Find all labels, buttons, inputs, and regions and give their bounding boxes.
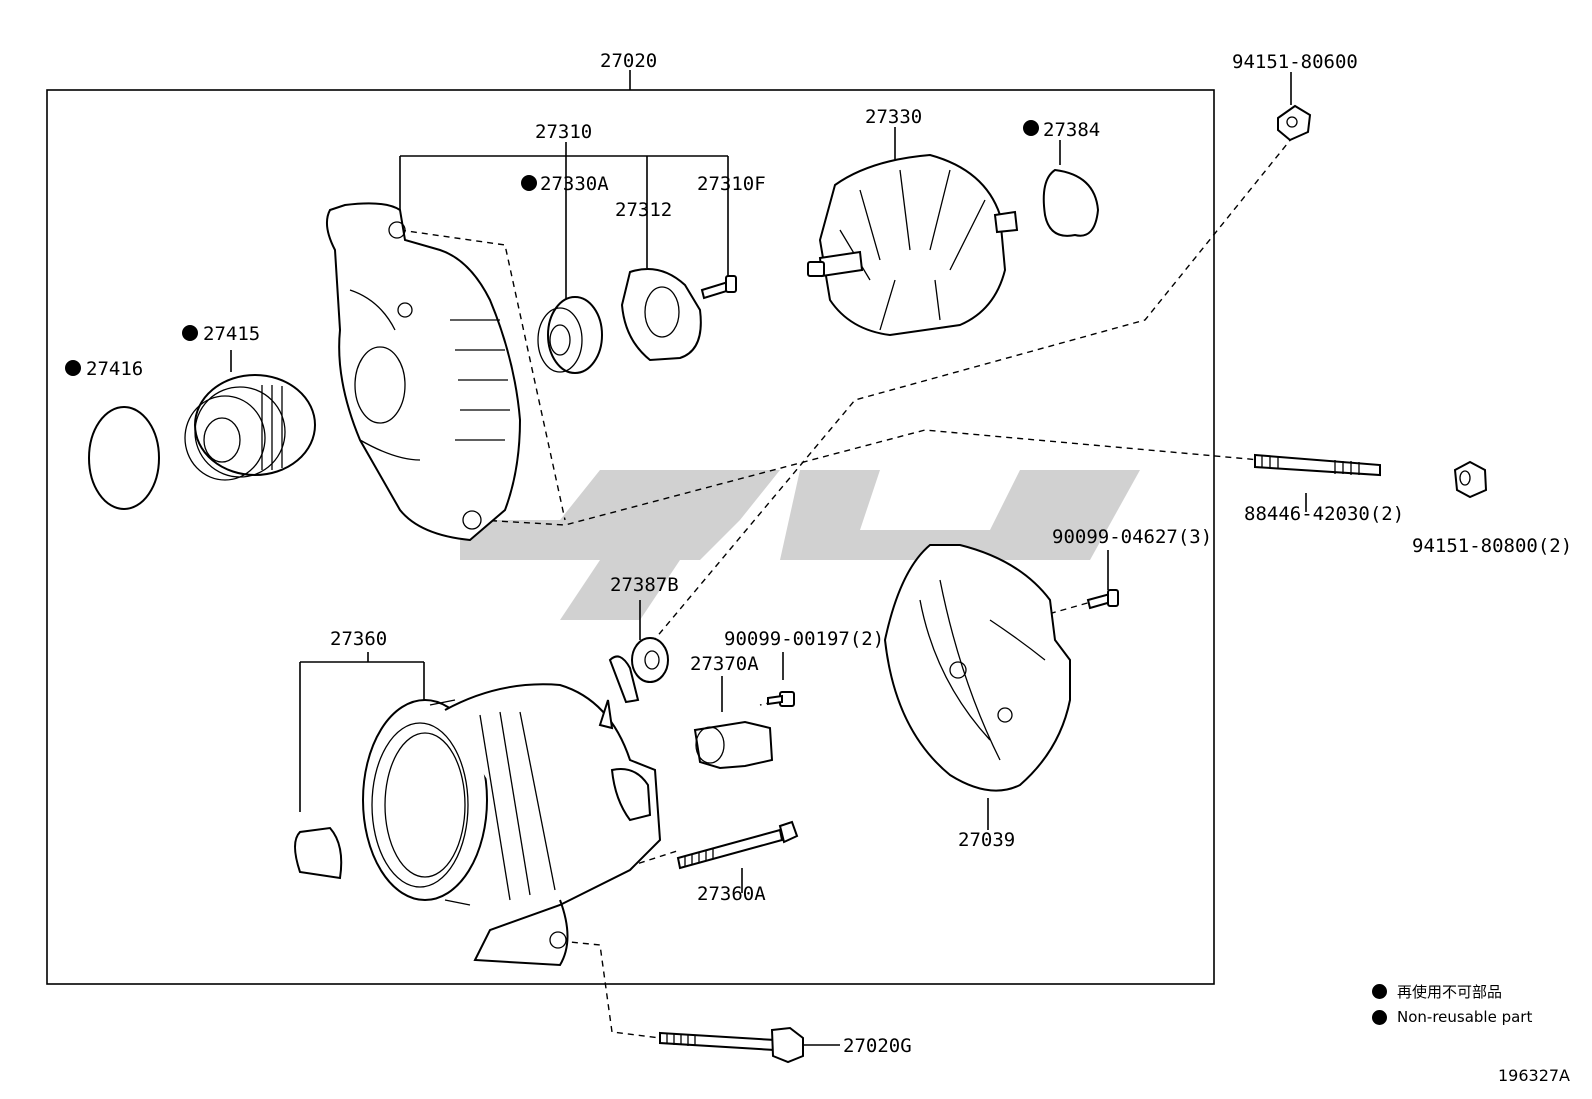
label-terminal-insulator: 27387B (610, 574, 679, 596)
label-brush-holder: 27370A (690, 653, 759, 675)
label-nut-right: 94151-80800(2) (1412, 535, 1572, 557)
watermark-logo (460, 470, 1140, 620)
brush-holder-part (693, 720, 774, 770)
legend-dot-icon (1372, 1009, 1387, 1025)
drive-end-frame-part (325, 202, 522, 542)
label-cap: 27416 (86, 358, 143, 380)
pulley-part (184, 374, 316, 481)
label-stud: 88446-42030(2) (1244, 503, 1404, 525)
label-frame-cover: 27310 (535, 121, 592, 143)
through-bolt-part (676, 820, 799, 870)
legend: 再使用不可部品 Non-reusable part (1372, 978, 1532, 1030)
nut-top-part (1277, 104, 1312, 142)
cap-part (88, 406, 160, 510)
nut-right-part (1453, 460, 1488, 499)
label-assembly: 27020 (600, 50, 657, 72)
document-id: 196327A (1497, 1066, 1570, 1085)
retainer-part (620, 268, 702, 362)
label-screw: 27310F (697, 173, 766, 195)
long-bolt-part (659, 1026, 840, 1064)
rear-cover-part (883, 544, 1071, 792)
bearing-bolt-part (1086, 589, 1119, 610)
label-bearing-bolt: 90099-04627(3) (1052, 526, 1212, 548)
nonreusable-marker-27415 (182, 325, 198, 341)
screw-part (700, 275, 737, 300)
legend-dot-icon (1372, 983, 1387, 999)
label-bearing: 27330A (540, 173, 609, 195)
nonreusable-marker-27330a (521, 175, 537, 191)
stud-part (1254, 453, 1381, 477)
label-long-bolt: 27020G (843, 1035, 912, 1057)
legend-row-en: Non-reusable part (1372, 1004, 1532, 1030)
holder-bolt-part (767, 691, 795, 707)
legend-text-jp: 再使用不可部品 (1397, 982, 1503, 1001)
terminal-insulator-part (608, 637, 669, 704)
rotor-part (807, 153, 1019, 337)
legend-text-en: Non-reusable part (1397, 1008, 1533, 1026)
nonreusable-marker-27416 (65, 360, 81, 376)
bearing-part (537, 296, 603, 374)
seal-ring-part (1042, 168, 1100, 237)
nonreusable-marker-27384 (1023, 120, 1039, 136)
label-through-bolt: 27360A (697, 883, 766, 905)
label-holder-bolt: 90099-00197(2) (724, 628, 884, 650)
label-seal-ring: 27384 (1043, 119, 1100, 141)
stator-frame-part (294, 683, 662, 967)
label-pulley: 27415 (203, 323, 260, 345)
label-nut-top: 94151-80600 (1232, 51, 1358, 73)
label-rotor: 27330 (865, 106, 922, 128)
label-rear-cover: 27039 (958, 829, 1015, 851)
label-retainer: 27312 (615, 199, 672, 221)
label-stator-frame: 27360 (330, 628, 387, 650)
legend-row-jp: 再使用不可部品 (1372, 978, 1532, 1004)
